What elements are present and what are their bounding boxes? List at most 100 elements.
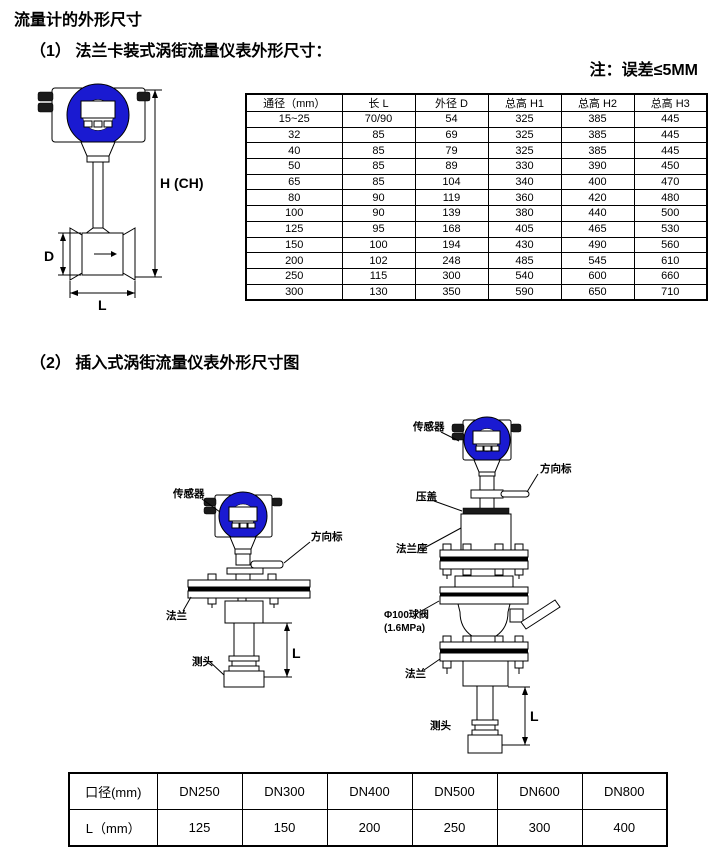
dimension-d: D: [44, 232, 81, 276]
table-cell: 50: [245, 158, 343, 175]
table-cell: 32: [245, 126, 343, 144]
table-cell: 385: [560, 126, 635, 144]
table-header-cell: 总高 H2: [560, 93, 635, 112]
table-cell: 330: [487, 158, 562, 175]
table-header-cell: DN800: [581, 772, 668, 810]
sensor-label: 传感器: [172, 487, 205, 500]
dimension-h: H (CH): [135, 89, 204, 278]
gland-label: 压盖: [416, 490, 437, 503]
table-cell: 200: [245, 252, 343, 269]
table-header-cell: DN600: [496, 772, 583, 810]
table-cell: 40: [245, 142, 343, 160]
table-header-cell: DN300: [241, 772, 328, 810]
flow-arrow-icon: [94, 251, 117, 257]
table-cell: 130: [341, 283, 416, 301]
stem-drawing: [207, 536, 284, 581]
table-cell: 100: [245, 205, 343, 222]
table-cell: 102: [341, 252, 416, 269]
flange-label: 法兰: [166, 609, 187, 622]
lcd-display-icon: [80, 100, 116, 119]
table-cell: 65: [245, 173, 343, 191]
table-cell: 89: [414, 158, 489, 175]
table-header-cell: DN500: [411, 772, 498, 810]
table-cell: 400: [581, 809, 668, 847]
table-cell: 100: [341, 236, 416, 254]
table-cell: 470: [633, 173, 708, 191]
table-cell: 405: [487, 220, 562, 238]
table-cell: 420: [560, 189, 635, 207]
tolerance-note: 注：误差≤5MM: [589, 62, 698, 79]
table-cell: 560: [633, 236, 708, 254]
ball-valve-drawing: [439, 575, 561, 637]
table-cell: 125: [245, 220, 343, 238]
table-cell: 490: [560, 236, 635, 254]
transmitter-head-drawing: [203, 491, 283, 541]
table-header-cell: 口径(mm): [68, 772, 158, 810]
table-cell: 385: [560, 142, 635, 160]
table-cell: 380: [487, 205, 562, 222]
table-cell: 300: [414, 267, 489, 285]
stem-drawing: [80, 141, 116, 235]
table-cell: 445: [633, 126, 708, 144]
table-cell: 194: [414, 236, 489, 254]
table-cell: 480: [633, 189, 708, 207]
table-cell: 610: [633, 252, 708, 269]
section2-heading: （2） 插入式涡街流量仪表外形尺寸图: [30, 355, 300, 372]
dim-d-label: D: [44, 248, 54, 264]
table-cell: 104: [414, 173, 489, 191]
direction-handle-icon: [250, 560, 284, 569]
table-cell: L（mm）: [68, 809, 158, 847]
table-cell: 125: [156, 809, 243, 847]
table-cell: 85: [341, 126, 416, 144]
table-header-cell: 总高 H3: [633, 93, 708, 112]
table-cell: 79: [414, 142, 489, 160]
table-header-cell: DN400: [326, 772, 413, 810]
table-cell: 15~25: [245, 111, 343, 128]
dimension-l: L: [69, 281, 136, 312]
table-cell: 430: [487, 236, 562, 254]
dim-l-label: L: [292, 645, 301, 661]
figure-flange-flowmeter: H (CH) D L: [18, 80, 218, 312]
table-cell: 168: [414, 220, 489, 238]
direction-label: 方向标: [540, 462, 572, 475]
table-cell: 325: [487, 142, 562, 160]
table-cell: 95: [341, 220, 416, 238]
figure-insertion-ballvalve: L 传感器 方向标 压盖 法兰座 Φ100球阀 (1.6MPa) 法兰 测头: [383, 408, 618, 768]
table-cell: 70/90: [341, 111, 416, 128]
table-cell: 445: [633, 111, 708, 128]
stem-drawing: [470, 459, 530, 510]
probe-drawing: [462, 660, 509, 754]
table-cell: 540: [487, 267, 562, 285]
display-buttons-icon: [83, 120, 113, 128]
table-cell: 325: [487, 126, 562, 144]
table-cell: 90: [341, 205, 416, 222]
table-cell: 390: [560, 158, 635, 175]
dim-l-label: L: [530, 708, 539, 724]
dimension-l: L: [502, 686, 539, 746]
table-cell: 590: [487, 283, 562, 301]
table-header-cell: 总高 H1: [487, 93, 562, 112]
probe-label: 测头: [430, 719, 451, 732]
pipe-body-drawing: [69, 227, 136, 281]
callout-lines: [415, 431, 539, 671]
table-cell: 660: [633, 267, 708, 285]
table-cell: 465: [560, 220, 635, 238]
table-cell: 139: [414, 205, 489, 222]
table-header-cell: 外径 D: [414, 93, 489, 112]
table-cell: 710: [633, 283, 708, 301]
figure-insertion-flange: L 传感器 方向标 法兰 测头: [148, 478, 360, 706]
table-cell: 90: [341, 189, 416, 207]
